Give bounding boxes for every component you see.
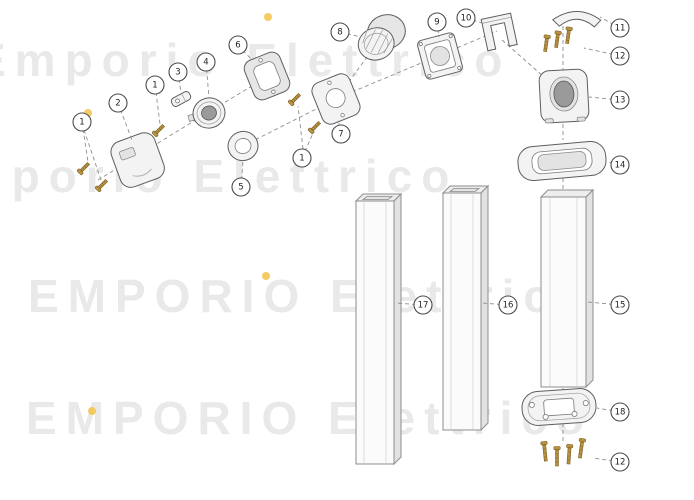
callout-number: 10 xyxy=(461,14,472,24)
watermark-dot xyxy=(262,272,270,280)
part-end-cap xyxy=(357,14,406,61)
part-clip xyxy=(170,91,192,107)
part-base-plate xyxy=(521,388,597,426)
callout-9: 9 xyxy=(427,12,447,38)
callout-number: 7 xyxy=(338,130,343,140)
watermark-layer: Emporio ElettricoEmporio ElettricoEMPORI… xyxy=(0,13,595,444)
anchor-bolt-icon xyxy=(566,444,574,465)
callout-4: 4 xyxy=(196,52,216,99)
callout-number: 12 xyxy=(615,52,626,62)
callout-6: 6 xyxy=(228,35,253,61)
anchor-bolt-icon xyxy=(578,438,586,459)
callout-number: 6 xyxy=(235,41,240,51)
callout-18: 18 xyxy=(596,402,630,422)
screw-icon xyxy=(543,34,551,52)
callout-number: 17 xyxy=(418,301,429,311)
callout-number: 2 xyxy=(115,99,120,109)
screw-icon xyxy=(554,30,562,48)
callout-1: 1 xyxy=(72,112,92,163)
callout-number: 13 xyxy=(615,96,626,106)
column-right xyxy=(539,188,595,389)
callout-15: 15 xyxy=(586,295,630,315)
screw-icon xyxy=(307,120,322,135)
callout-number: 14 xyxy=(615,161,626,171)
callout-number: 8 xyxy=(337,28,342,38)
fastener-layer xyxy=(76,26,586,467)
callout-16: 16 xyxy=(481,295,518,315)
callout-1: 1 xyxy=(292,130,315,168)
watermark-text: Emporio Elettrico xyxy=(0,150,458,202)
callout-2: 2 xyxy=(108,93,133,141)
part-socket-housing xyxy=(538,68,590,124)
part-u-bracket xyxy=(480,12,518,52)
callout-number: 12 xyxy=(615,458,626,468)
callout-10: 10 xyxy=(456,8,486,28)
callout-number: 1 xyxy=(79,118,84,128)
screw-icon xyxy=(76,161,91,176)
callout-number: 5 xyxy=(238,183,243,193)
part-trim-flange xyxy=(517,140,607,182)
callout-number: 4 xyxy=(203,58,208,68)
screw-icon xyxy=(287,92,302,107)
callout-number: 3 xyxy=(175,68,180,78)
part-adapter-plate xyxy=(311,73,361,125)
callout-number: 11 xyxy=(615,24,626,34)
part-ring xyxy=(227,130,259,162)
callout-14: 14 xyxy=(604,155,630,175)
watermark-text: EMPORIO Elettrico xyxy=(28,270,595,322)
callout-12: 12 xyxy=(592,452,630,472)
part-curved-cap xyxy=(551,11,602,28)
callout-5: 5 xyxy=(231,160,251,197)
screw-icon xyxy=(565,26,573,44)
callout-number: 16 xyxy=(503,301,514,311)
parts-layer xyxy=(76,11,607,467)
callout-number: 1 xyxy=(152,81,157,91)
callout-number: 15 xyxy=(615,301,626,311)
watermark-dot xyxy=(88,407,96,415)
anchor-bolt-icon xyxy=(553,446,561,467)
callout-12: 12 xyxy=(583,46,630,66)
column-left xyxy=(354,192,403,466)
screw-icon xyxy=(94,178,109,193)
part-grommet xyxy=(187,97,226,129)
part-gasket-plate xyxy=(243,51,291,101)
callout-13: 13 xyxy=(588,90,630,110)
column-middle xyxy=(441,184,490,432)
part-frame-plate xyxy=(417,32,463,80)
anchor-bolt-icon xyxy=(540,441,548,462)
callout-3: 3 xyxy=(168,62,188,94)
part-cover-housing xyxy=(110,132,165,188)
callout-17: 17 xyxy=(394,295,433,315)
callout-7: 7 xyxy=(331,119,351,144)
screw-icon xyxy=(151,123,166,138)
callout-number: 18 xyxy=(615,408,626,418)
watermark-text: EMPORIO Elettrico xyxy=(26,392,593,444)
callout-1: 1 xyxy=(145,75,165,125)
callout-number: 1 xyxy=(299,154,304,164)
callout-11: 11 xyxy=(599,16,630,38)
callout-number: 9 xyxy=(434,18,439,28)
callout-8: 8 xyxy=(330,22,362,42)
watermark-dot xyxy=(264,13,272,21)
